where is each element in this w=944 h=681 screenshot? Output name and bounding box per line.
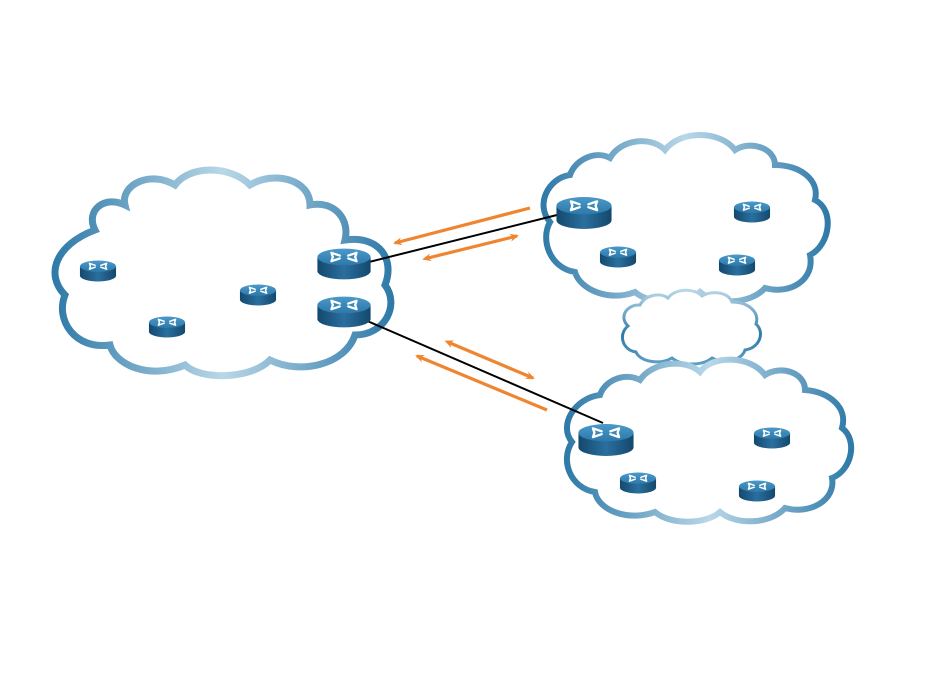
cloud-middle-small [620,288,762,366]
router-icon [239,283,277,307]
bidirectional-arrow-icon [444,340,535,380]
router-icon [316,247,372,281]
router-icon [718,253,756,277]
router-icon [619,471,657,495]
link-left-to-bottom-right [364,319,604,424]
bidirectional-arrow-icon [422,233,519,262]
router-icon [316,295,372,329]
router-icon [753,426,791,450]
router-icon [599,245,637,269]
unidirectional-arrow-icon [393,206,531,246]
cloud-left [51,166,395,380]
router-icon [738,479,776,503]
router-icon [555,195,613,231]
router-icon [79,259,117,283]
router-icon [577,422,635,458]
router-icon [733,200,771,224]
unidirectional-arrow-icon [415,354,548,412]
router-icon [148,315,186,339]
link-left-to-top-right [364,212,566,264]
